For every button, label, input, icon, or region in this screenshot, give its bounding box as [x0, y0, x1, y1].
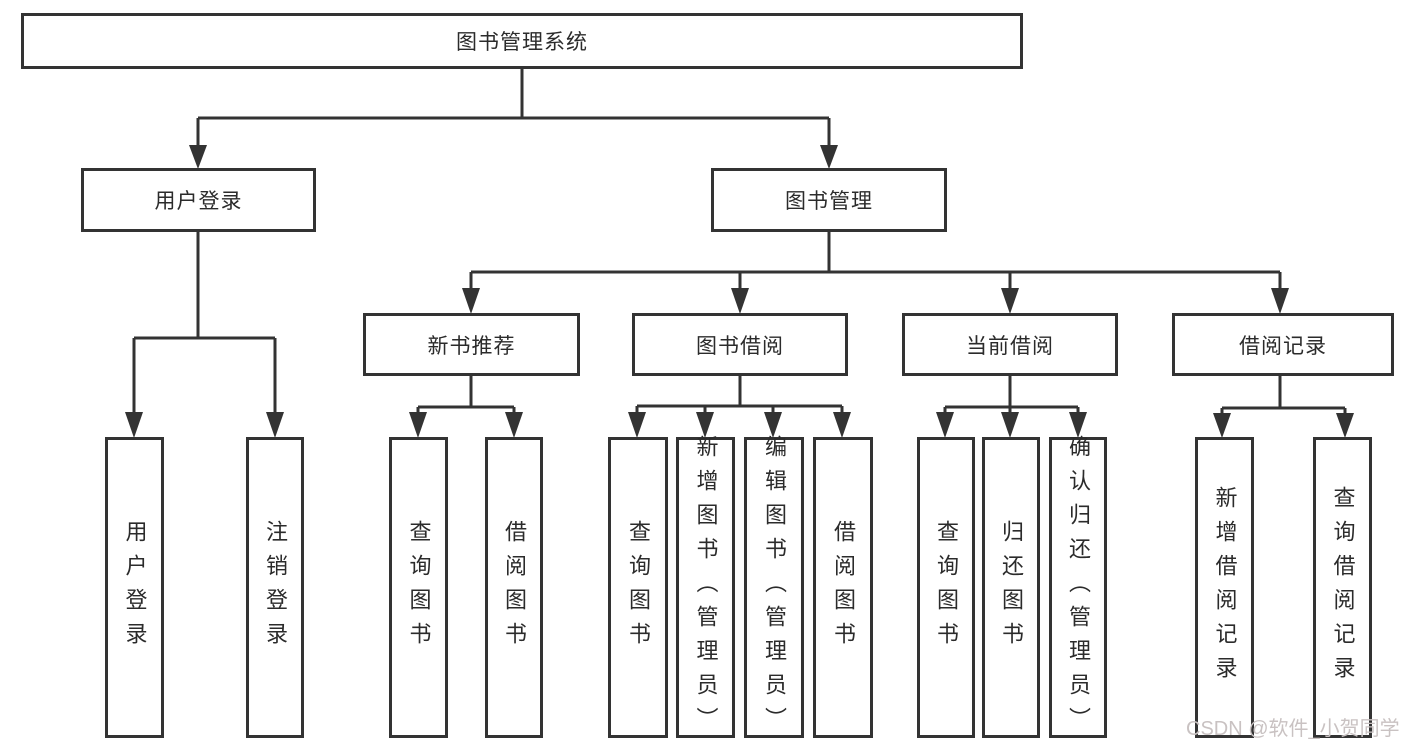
edge-book-mgmt-split — [469, 232, 1282, 291]
edge-borrow-records-split — [1220, 376, 1347, 416]
arrowhead-v-logout — [266, 412, 284, 438]
leaf-add-book: 新增图书（管理员） — [676, 434, 735, 741]
leaf-return-book: 归还图书 — [982, 437, 1040, 738]
edge-current-borrow-split — [943, 376, 1080, 415]
leaf-add-record: 新增借阅记录 — [1195, 437, 1254, 738]
leaf-logout-label: 注销登录 — [263, 519, 288, 656]
arrowhead-return-book — [1001, 412, 1019, 438]
leaf-query-book-2-label: 查询图书 — [626, 519, 651, 656]
node-current-borrow-label: 当前借阅 — [966, 334, 1054, 358]
node-book-mgmt-label: 图书管理 — [785, 190, 873, 213]
node-current-borrow: 当前借阅 — [902, 313, 1118, 376]
arrowhead-new-book-rec — [462, 288, 480, 314]
leaf-confirm-return: 确认归还（管理员） — [1049, 434, 1107, 741]
node-new-book-rec: 新书推荐 — [363, 313, 580, 376]
node-book-borrow-label: 图书借阅 — [696, 334, 784, 358]
arrowhead-query-book-2 — [628, 412, 646, 438]
node-new-book-rec-label: 新书推荐 — [427, 334, 516, 358]
arrowhead-borrow-book-1 — [505, 412, 523, 438]
leaf-add-book-label: 新增图书（管理员） — [693, 434, 719, 741]
leaf-edit-book: 编辑图书（管理员） — [744, 434, 804, 741]
node-borrow-records-label: 借阅记录 — [1239, 334, 1327, 358]
arrowhead-edit-book — [764, 412, 782, 438]
arrowhead-query-record — [1336, 413, 1354, 438]
leaf-add-record-label: 新增借阅记录 — [1212, 485, 1238, 690]
leaf-query-book-1: 查询图书 — [389, 437, 448, 738]
leaf-query-book-3-label: 查询图书 — [934, 519, 959, 656]
arrowhead-add-record — [1213, 413, 1231, 438]
edge-root-split — [196, 69, 831, 148]
leaf-user-login-label: 用户登录 — [122, 519, 148, 656]
arrowhead-user-login — [189, 145, 207, 169]
node-root-system-label: 图书管理系统 — [456, 31, 588, 54]
edge-new-book-rec-split — [416, 376, 516, 415]
arrowhead-borrow-book-2 — [833, 412, 851, 438]
arrowhead-borrow-records — [1271, 288, 1289, 314]
node-user-login: 用户登录 — [81, 168, 316, 232]
leaf-query-book-1-label: 查询图书 — [406, 519, 432, 656]
node-borrow-records: 借阅记录 — [1172, 313, 1394, 376]
leaf-borrow-book-2: 借阅图书 — [813, 437, 873, 738]
node-book-borrow: 图书借阅 — [632, 313, 848, 376]
arrowhead-add-book — [696, 412, 714, 438]
node-root-system: 图书管理系统 — [21, 13, 1023, 69]
node-user-login-label: 用户登录 — [154, 190, 243, 213]
leaf-query-book-3: 查询图书 — [917, 437, 975, 738]
arrowhead-book-mgmt — [820, 145, 838, 169]
csdn-watermark: CSDN @软件_小贺同学 — [1186, 718, 1400, 740]
leaf-query-record-label: 查询借阅记录 — [1330, 485, 1356, 690]
edge-book-borrow-split — [635, 376, 844, 415]
node-book-mgmt: 图书管理 — [711, 168, 947, 232]
leaf-user-login: 用户登录 — [105, 437, 164, 738]
arrowhead-query-book-1 — [409, 412, 427, 438]
leaf-borrow-book-1: 借阅图书 — [485, 437, 543, 738]
arrowhead-current-borrow — [1001, 288, 1019, 314]
leaf-query-record: 查询借阅记录 — [1313, 437, 1372, 738]
arrowhead-confirm-return — [1069, 412, 1087, 438]
leaf-return-book-label: 归还图书 — [999, 519, 1024, 656]
arrowhead-v-user-login — [125, 412, 143, 438]
leaf-borrow-book-2-label: 借阅图书 — [831, 519, 856, 656]
leaf-logout: 注销登录 — [246, 437, 304, 738]
leaf-confirm-return-label: 确认归还（管理员） — [1066, 434, 1091, 741]
leaf-edit-book-label: 编辑图书（管理员） — [762, 434, 787, 741]
arrowhead-query-book-3 — [936, 412, 954, 438]
leaf-borrow-book-1-label: 借阅图书 — [502, 519, 527, 656]
arrowhead-book-borrow — [731, 288, 749, 314]
leaf-query-book-2: 查询图书 — [608, 437, 668, 738]
edge-user-login-split — [132, 232, 277, 415]
